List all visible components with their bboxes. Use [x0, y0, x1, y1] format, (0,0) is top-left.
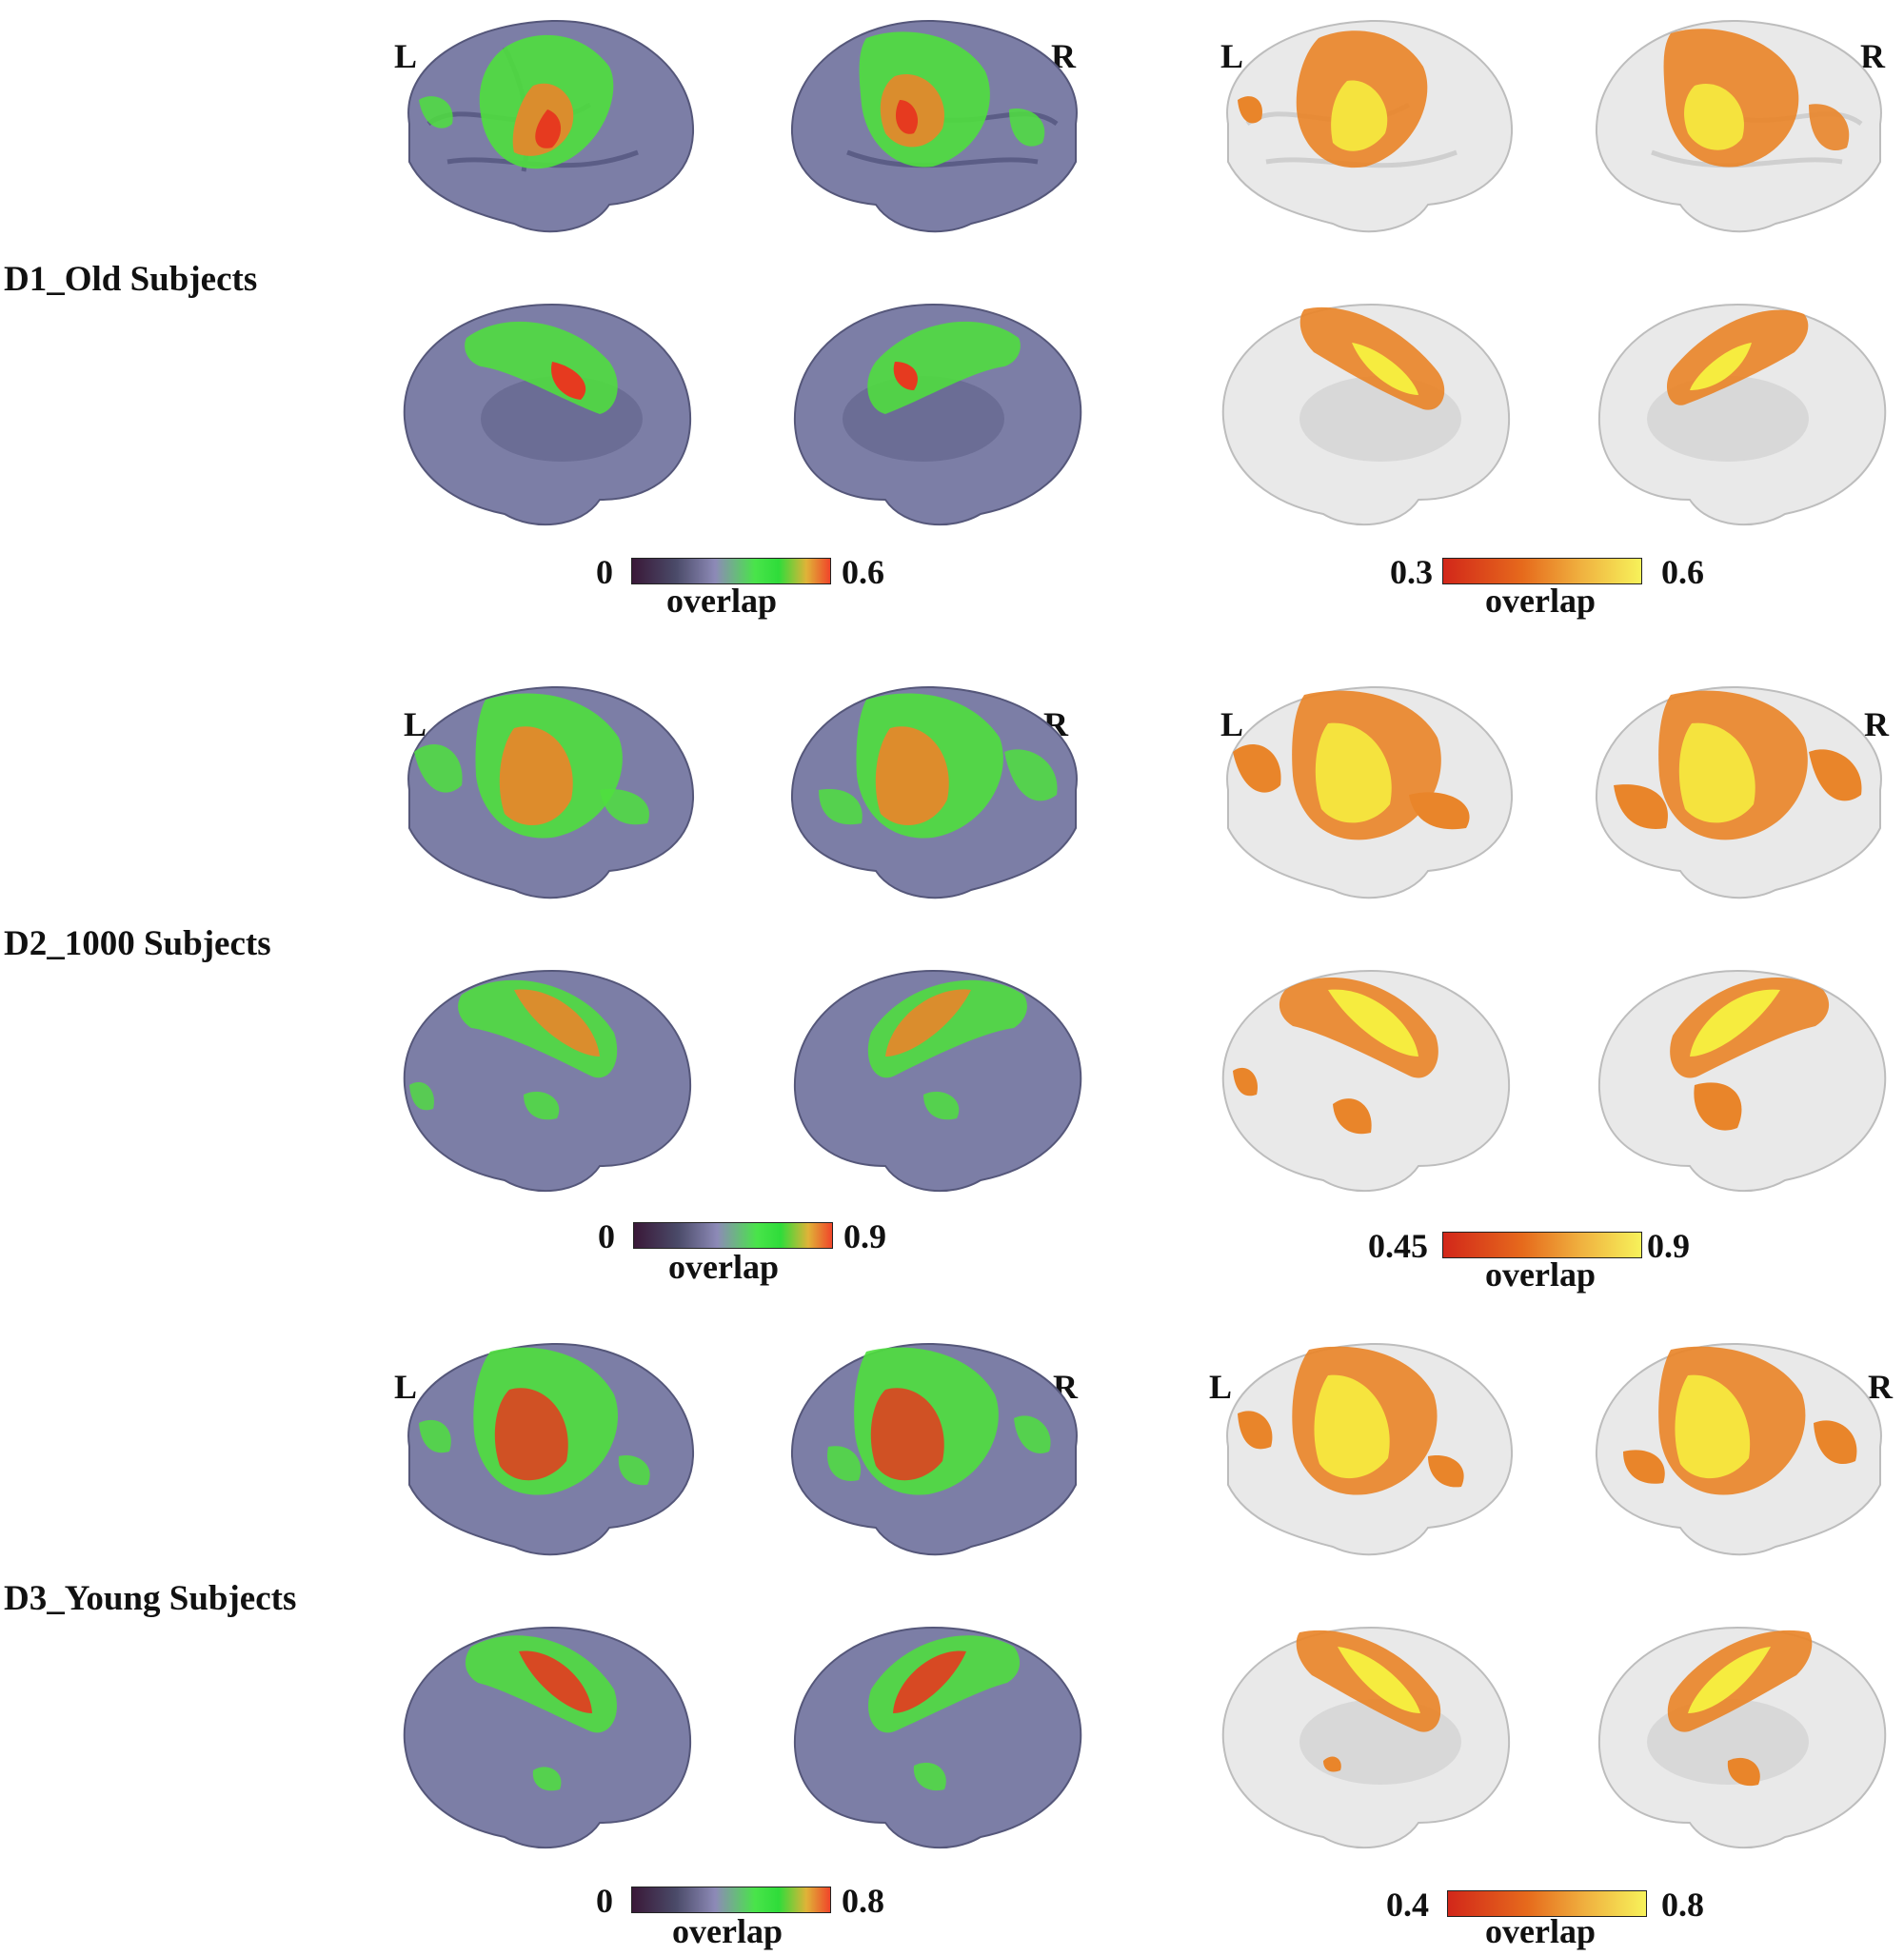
hemisphere-label-left: L [394, 1368, 418, 1406]
hemisphere-label-left: L [1209, 1368, 1233, 1406]
colorbar-min-label: 0.4 [1386, 1886, 1429, 1924]
colorbar-max-label: 0.9 [1647, 1227, 1690, 1265]
lateral-right-brain-gray-d1 [1595, 19, 1882, 233]
colorbar-title: overlap [668, 1248, 779, 1286]
colorbar-purple-green-red [631, 1887, 831, 1913]
colorbar-purple-green-red [631, 558, 831, 584]
medial-left-brain-gray-d1 [1221, 303, 1511, 526]
colorbar-red-yellow [1442, 558, 1642, 584]
lateral-left-brain-purple-d2 [407, 685, 695, 899]
medial-left-brain-purple-d3 [403, 1626, 692, 1849]
lateral-left-brain-gray-d2 [1226, 685, 1514, 899]
colorbar-purple-green-red [633, 1222, 833, 1249]
group-label-d1: D1_Old Subjects [4, 260, 258, 299]
colorbar-title: overlap [672, 1912, 783, 1950]
medial-left-brain-purple-d1 [403, 303, 692, 526]
hemisphere-label-left: L [394, 37, 418, 75]
colorbar-min-label: 0.3 [1390, 553, 1433, 591]
group-label-d3: D3_Young Subjects [4, 1579, 297, 1618]
colorbar-min-label: 0 [596, 553, 613, 591]
colorbar-max-label: 0.6 [1661, 553, 1704, 591]
lateral-left-brain-purple-d1 [407, 19, 695, 233]
colorbar-title: overlap [1485, 1255, 1596, 1294]
medial-right-brain-purple-d2 [793, 969, 1082, 1193]
colorbar-max-label: 0.8 [1661, 1886, 1704, 1924]
hemisphere-label-right: R [1864, 705, 1889, 743]
colorbar-red-yellow [1447, 1890, 1647, 1917]
lateral-right-brain-gray-d2 [1595, 685, 1882, 899]
hemisphere-label-left: L [1220, 37, 1244, 75]
lateral-right-brain-purple-d3 [790, 1342, 1078, 1556]
hemisphere-label-left: L [404, 705, 427, 743]
medial-right-brain-gray-d1 [1597, 303, 1887, 526]
medial-left-brain-purple-d2 [403, 969, 692, 1193]
colorbar-min-label: 0.45 [1368, 1227, 1428, 1265]
lateral-left-brain-purple-d3 [407, 1342, 695, 1556]
medial-right-brain-purple-d1 [793, 303, 1082, 526]
medial-left-brain-gray-d3 [1221, 1626, 1511, 1849]
colorbar-min-label: 0 [598, 1217, 615, 1255]
lateral-right-brain-purple-d1 [790, 19, 1078, 233]
hemisphere-label-right: R [1868, 1368, 1893, 1406]
colorbar-max-label: 0.6 [842, 553, 884, 591]
group-label-d2: D2_1000 Subjects [4, 924, 271, 963]
colorbar-title: overlap [666, 582, 777, 620]
colorbar-min-label: 0 [596, 1882, 613, 1920]
lateral-right-brain-gray-d3 [1595, 1342, 1882, 1556]
colorbar-max-label: 0.9 [843, 1217, 886, 1255]
medial-right-brain-gray-d3 [1597, 1626, 1887, 1849]
lateral-right-brain-purple-d2 [790, 685, 1078, 899]
colorbar-title: overlap [1485, 582, 1596, 620]
medial-right-brain-purple-d3 [793, 1626, 1082, 1849]
colorbar-red-yellow [1442, 1232, 1642, 1258]
colorbar-max-label: 0.8 [842, 1882, 884, 1920]
lateral-left-brain-gray-d1 [1226, 19, 1514, 233]
lateral-left-brain-gray-d3 [1226, 1342, 1514, 1556]
medial-right-brain-gray-d2 [1597, 969, 1887, 1193]
medial-left-brain-gray-d2 [1221, 969, 1511, 1193]
hemisphere-label-left: L [1220, 705, 1244, 743]
colorbar-title: overlap [1485, 1912, 1596, 1950]
